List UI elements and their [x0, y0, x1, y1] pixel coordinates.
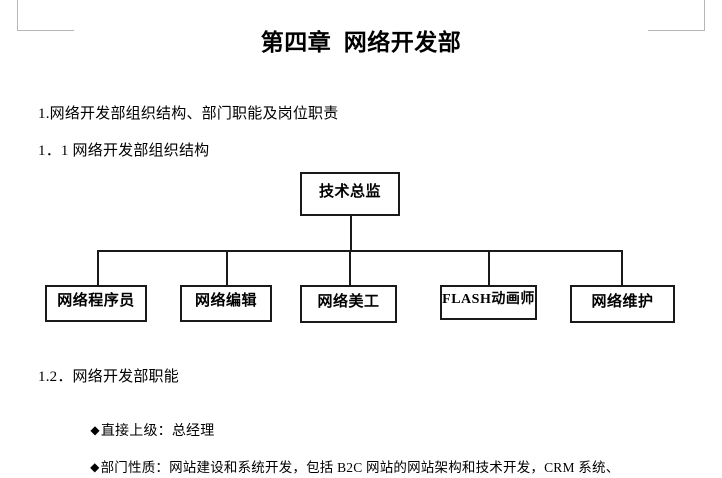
crop-mark-top-right	[648, 0, 705, 31]
bullet-text: 部门性质：网站建设和系统开发，包括 B2C 网站的网站架构和技术开发，CRM 系…	[100, 460, 620, 475]
org-node-web-editor[interactable]: 网络编辑	[180, 285, 272, 322]
org-node-label: 技术总监	[318, 183, 381, 200]
section-heading-1: 1.网络开发部组织结构、部门职能及岗位职责	[38, 106, 339, 122]
bullet-item-department-nature: ◆部门性质：网站建设和系统开发，包括 B2C 网站的网站架构和技术开发，CRM …	[83, 437, 619, 478]
bullet-text: 直接上级：总经理	[100, 424, 215, 439]
section-heading-1-1: 1．1 网络开发部组织结构	[38, 143, 210, 159]
org-node-label: 网络程序员	[57, 293, 135, 309]
org-node-label: 网络维护	[591, 293, 654, 310]
connector-branch-2	[226, 250, 228, 286]
diamond-bullet-icon: ◆	[90, 423, 100, 437]
org-node-web-designer[interactable]: 网络美工	[300, 285, 397, 323]
org-node-technical-director[interactable]: 技术总监	[300, 172, 400, 216]
org-node-label: FLASH动画师	[442, 292, 535, 307]
connector-branch-1	[97, 250, 99, 286]
connector-branch-3	[349, 250, 351, 286]
connector-branch-5	[621, 250, 623, 286]
org-chart: 技术总监 网络程序员 网络编辑 网络美工 FLASH动画师 网络维护	[45, 172, 675, 323]
org-node-web-programmer[interactable]: 网络程序员	[45, 285, 147, 322]
section-heading-1-2: 1.2．网络开发部职能	[38, 369, 179, 385]
diamond-bullet-icon: ◆	[90, 460, 100, 474]
org-node-flash-animator[interactable]: FLASH动画师	[440, 285, 537, 320]
crop-mark-top-left	[17, 0, 74, 31]
connector-branch-4	[488, 250, 490, 286]
org-node-label: 网络编辑	[194, 293, 257, 309]
org-node-label: 网络美工	[317, 293, 380, 310]
connector-horizontal-bus	[97, 250, 622, 252]
bullet-item-direct-supervisor: ◆直接上级：总经理	[83, 400, 214, 442]
page-title: 第四章 网络开发部	[260, 30, 462, 55]
connector-root-vertical	[350, 216, 352, 251]
org-node-web-maintenance[interactable]: 网络维护	[570, 285, 675, 323]
